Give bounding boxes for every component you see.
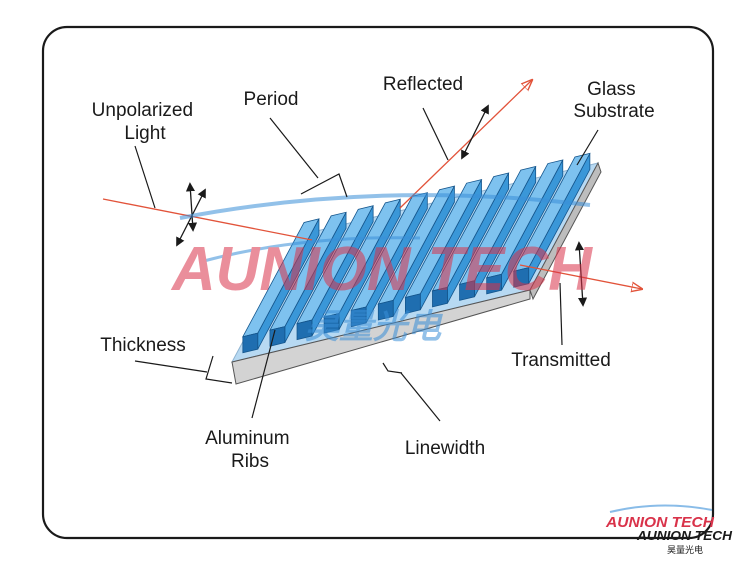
- label-glass-substrate: Glass Substrate: [573, 79, 654, 122]
- corner-logo-cn: 昊量光电: [667, 544, 703, 556]
- watermark: AUNION TECH 昊量光电: [170, 193, 593, 346]
- rib-front-face: [377, 299, 394, 321]
- corner-logo-brand: AUNION TECH: [605, 514, 715, 531]
- label-period: Period: [244, 89, 299, 110]
- label-thickness: Thickness: [100, 335, 186, 356]
- label-glass-line2: Substrate: [573, 101, 654, 122]
- label-linewidth: Linewidth: [405, 438, 485, 459]
- rib-front-face: [269, 326, 286, 347]
- label-aluminum-line1: Aluminum: [205, 428, 289, 449]
- rib-front-face: [432, 286, 448, 308]
- rib-front-face: [242, 332, 259, 354]
- aluminum-rib: [485, 159, 564, 295]
- leader-lines: [134, 107, 599, 422]
- label-unpolarized: Unpolarized Light: [92, 100, 199, 144]
- rib-front-face: [486, 273, 502, 295]
- aluminum-rib: [350, 192, 429, 328]
- substrate-front-edge: [231, 289, 531, 385]
- label-unpolarized-line2: Light: [124, 123, 166, 144]
- rib-front-face: [513, 267, 530, 288]
- label-unpolarized-line1: Unpolarized: [92, 100, 193, 121]
- aluminum-rib: [377, 185, 456, 321]
- aluminum-rib: [431, 172, 510, 308]
- rib-front-face: [404, 293, 421, 314]
- rib-front-face: [323, 312, 340, 334]
- reflected-polarization-arrow: [461, 104, 489, 160]
- aluminum-rib: [512, 152, 591, 288]
- label-transmitted: Transmitted: [511, 350, 611, 371]
- label-glass-line1: Glass: [587, 79, 636, 100]
- rib-front-face: [296, 319, 313, 341]
- label-aluminum-line2: Ribs: [231, 451, 269, 472]
- rib-front-face: [459, 280, 475, 301]
- incident-beam: [102, 198, 313, 241]
- aluminum-rib: [242, 218, 320, 354]
- watermark-brand: AUNION TECH: [170, 235, 593, 304]
- label-aluminum-ribs: Aluminum Ribs: [205, 428, 295, 472]
- corner-logo: AUNION TECH AUNION TECH 昊量光电: [605, 504, 733, 556]
- rib-front-face: [350, 306, 367, 328]
- transmitted-polarization-arrow: [574, 241, 588, 307]
- label-reflected: Reflected: [383, 74, 463, 95]
- watermark-brand-cn: 昊量光电: [305, 308, 444, 346]
- corner-logo-brand-shadow: AUNION TECH: [636, 528, 733, 543]
